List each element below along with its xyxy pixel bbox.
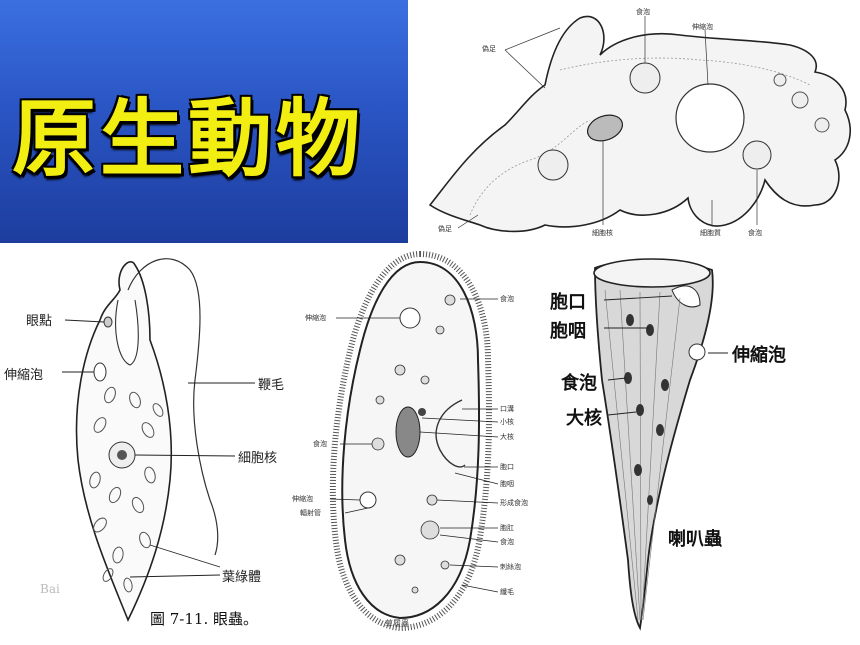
stentor-caption: 喇叭蟲 [668, 529, 722, 550]
paramecium-label-micronucleus: 小核 [500, 418, 514, 426]
paramecium-micronucleus [418, 408, 426, 416]
paramecium-label-radial-canal: 輻射管 [300, 509, 321, 517]
amoeba-contractile-vacuole [675, 83, 745, 153]
stentor-oral-pouch [671, 285, 701, 308]
euglena-label-flagellum: 鞭毛 [258, 378, 285, 393]
amoeba-label-nucleus: 細胞核 [592, 229, 613, 237]
stentor-label-food-vacuole: 食泡 [561, 373, 597, 394]
paramecium-label-macronucleus: 大核 [500, 433, 514, 441]
euglena-chloroplasts [89, 386, 164, 593]
paramecium-label-oral-groove: 口溝 [500, 405, 514, 413]
euglena-label-eyespot: 眼點 [26, 314, 53, 329]
euglena-label-chloroplast: 葉綠體 [222, 570, 262, 585]
amoeba-leader-lines [457, 16, 758, 229]
paramecium-label-forming-food-vacuole: 形成食泡 [500, 499, 528, 507]
amoeba-label-contractile-vacuole: 伸縮泡 [692, 23, 713, 31]
euglena-label-contractile-vacuole: 伸縮泡 [4, 368, 44, 383]
paramecium-label-food-vacuole-bottom: 食泡 [500, 538, 514, 546]
paramecium-label-contractile-vacuole-top: 伸縮泡 [305, 314, 326, 322]
paramecium-label-food-vacuole-left: 食泡 [313, 440, 327, 448]
paramecium-leader-lines [329, 298, 499, 593]
title-background [0, 0, 408, 243]
paramecium-label-cytostome: 胞口 [500, 463, 514, 471]
paramecium-label-food-vacuole-top: 食泡 [500, 295, 514, 303]
stentor-label-contractile-vacuole: 伸縮泡 [732, 345, 786, 366]
stentor-macronucleus-beads [624, 314, 669, 505]
paramecium-label-contractile-vacuole-bottom: 伸縮泡 [292, 495, 313, 503]
euglena-caption: 圖 7-11. 眼蟲。 [150, 610, 259, 628]
paramecium-oral-groove [435, 399, 466, 468]
amoeba-body [428, 15, 851, 233]
euglena-label-nucleus: 細胞核 [238, 451, 278, 466]
euglena-flagellum [127, 258, 219, 556]
amoeba-label-food-vacuole-bottom: 食泡 [748, 229, 762, 237]
amoeba-food-vacuole [537, 149, 569, 181]
amoeba-vacuole [791, 91, 809, 109]
paramecium-label-anal-pore: 胞肛 [500, 524, 514, 532]
euglena-leader-lines [62, 319, 255, 578]
stentor-leader-lines [603, 295, 728, 416]
amoeba-vacuole [814, 117, 830, 133]
euglena-reservoir [115, 299, 139, 366]
amoeba-nucleus [586, 114, 624, 142]
paramecium-label-cilia: 纖毛 [500, 588, 514, 596]
paramecium-caption: 草履蟲 [385, 619, 409, 628]
paramecium-label-cytopharynx: 胞咽 [500, 480, 514, 488]
amoeba-food-vacuole [742, 140, 772, 170]
stentor-peristome [593, 258, 711, 288]
paramecium-label-trichocyst: 刺絲泡 [500, 563, 521, 571]
amoeba-label-food-vacuole-top: 食泡 [636, 8, 650, 16]
amoeba-label-cytoplasm: 細胞質 [700, 229, 721, 237]
stentor-body [594, 259, 714, 631]
amoeba-label-pseudopod-left: 偽足 [438, 225, 452, 233]
amoeba-vacuole [773, 73, 787, 87]
stentor-contractile-vacuole [688, 343, 706, 361]
title-panel: 原生動物 [0, 0, 408, 243]
amoeba-label-pseudopod-top: 偽足 [482, 45, 496, 53]
stentor-label-macronucleus: 大核 [566, 408, 602, 429]
stentor-stripes [604, 289, 681, 621]
euglena-nucleolus [117, 450, 127, 460]
page-title: 原生動物 [12, 90, 365, 188]
stentor-label-cytostome: 胞口 [550, 292, 586, 313]
stentor-label-cytopharynx: 胞咽 [550, 321, 586, 342]
euglena-body [75, 261, 173, 622]
euglena-watermark: Bai [40, 582, 60, 596]
